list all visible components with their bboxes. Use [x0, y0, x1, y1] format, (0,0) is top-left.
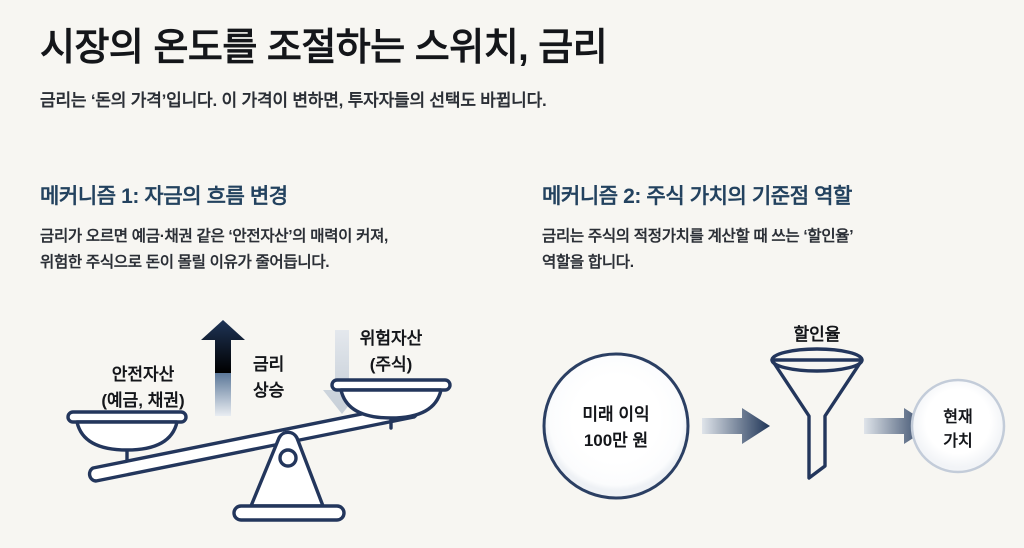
discount-funnel-svg: 미래 이익 100만 원 할인율: [542, 325, 1006, 500]
balance-scale-figure: 금리 상승 안전자산 (예금, 채권) 위험자산 (주식): [55, 318, 505, 548]
right-pan: [330, 378, 452, 420]
page-title: 시장의 온도를 조절하는 스위치, 금리: [40, 27, 608, 69]
present-value-label-line2: 가치: [943, 432, 972, 450]
safe-asset-label-line2: (예금, 채권): [101, 391, 184, 410]
scale-base: [232, 504, 346, 522]
page-subtitle: 금리는 ‘돈의 가격’입니다. 이 가격이 변하면, 투자자들의 선택도 바뀝니…: [40, 90, 547, 110]
mechanism-1-body: 금리가 오르면 예금·채권 같은 ‘안전자산’의 매력이 커져, 위험한 주식으…: [40, 228, 389, 271]
scale-fulcrum: [232, 430, 346, 522]
rate-rise-label-line1: 금리: [253, 355, 284, 374]
mechanism-2-body: 금리는 주식의 적정가치를 계산할 때 쓰는 ‘할인율’ 역할을 합니다.: [542, 228, 854, 271]
present-value-label-line1: 현재: [943, 407, 972, 426]
safe-asset-label-line1: 안전자산: [112, 365, 175, 384]
mechanism-1-column: 메커니즘 1: 자금의 흐름 변경 금리가 오르면 예금·채권 같은 ‘안전자산…: [40, 180, 482, 275]
arrow-up-icon: [201, 320, 245, 416]
arrow-right-icon-1: [702, 408, 770, 444]
risk-asset-label-line1: 위험자산: [360, 328, 423, 348]
risk-asset-label-line2: (주식): [370, 355, 413, 374]
left-pan: [66, 410, 188, 452]
future-profit-label-line2: 100만 원: [584, 431, 648, 450]
discount-rate-label: 할인율: [794, 325, 841, 344]
funnel-icon: [770, 347, 864, 480]
discount-funnel-figure: 미래 이익 100만 원 할인율: [520, 318, 1006, 548]
present-value-circle: 현재 가치: [910, 378, 1006, 474]
header: 시장의 온도를 조절하는 스위치, 금리 금리는 ‘돈의 가격’입니다. 이 가…: [40, 26, 980, 111]
mechanism-2-column: 메커니즘 2: 주식 가치의 기준점 역할 금리는 주식의 적정가치를 계산할 …: [542, 180, 984, 275]
mechanism-1-heading: 메커니즘 1: 자금의 흐름 변경: [40, 185, 288, 208]
balance-scale-svg: 금리 상승 안전자산 (예금, 채권) 위험자산 (주식): [66, 320, 452, 522]
figures-row: 금리 상승 안전자산 (예금, 채권) 위험자산 (주식): [0, 318, 1024, 548]
mechanism-columns: 메커니즘 1: 자금의 흐름 변경 금리가 오르면 예금·채권 같은 ‘안전자산…: [40, 180, 984, 275]
rate-rise-label-line2: 상승: [253, 381, 285, 400]
future-profit-circle: 미래 이익 100만 원: [542, 352, 690, 500]
future-profit-label-line1: 미래 이익: [582, 405, 649, 424]
mechanism-2-heading: 메커니즘 2: 주식 가치의 기준점 역할: [542, 185, 852, 208]
scale-apparatus: [66, 378, 452, 522]
